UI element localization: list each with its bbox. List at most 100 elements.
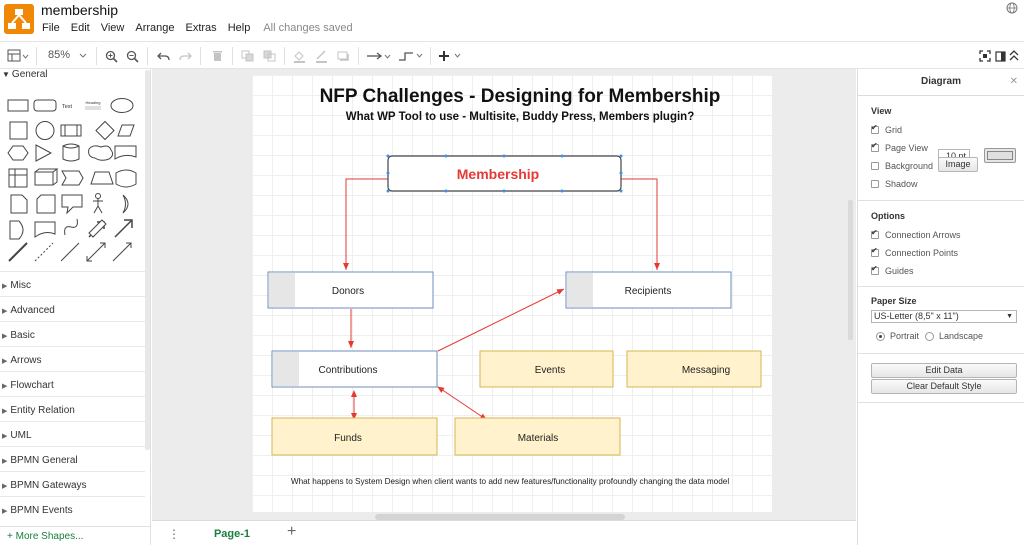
checkbox-checked-icon[interactable] — [871, 246, 879, 257]
waypoints-icon[interactable] — [398, 48, 424, 64]
zoom-in-icon[interactable] — [104, 48, 118, 64]
paper-size-select[interactable]: US-Letter (8,5" x 11")▼ — [871, 310, 1017, 323]
fullscreen-icon[interactable] — [978, 48, 992, 64]
node-messaging[interactable]: Messaging — [626, 350, 762, 388]
guides-checkbox[interactable]: Guides — [871, 264, 914, 276]
checkbox-unchecked-icon[interactable] — [871, 162, 879, 170]
more-shapes-button[interactable]: + More Shapes... — [0, 526, 150, 545]
category-label: UML — [10, 430, 32, 441]
tab-page-1[interactable]: Page-1 — [182, 521, 282, 545]
diagram-title[interactable]: NFP Challenges - Designing for Membershi… — [320, 86, 721, 107]
sidebar-category-basic[interactable]: ▶Basic — [0, 321, 145, 346]
language-globe-icon[interactable] — [1006, 2, 1018, 14]
sidebar-category-uml[interactable]: ▶UML — [0, 421, 145, 446]
sidebar-category-entity-relation[interactable]: ▶Entity Relation — [0, 396, 145, 421]
node-contributions-label: Contributions — [319, 365, 378, 376]
edge-contributions-materials[interactable] — [437, 386, 488, 421]
node-membership-label: Membership — [457, 166, 539, 182]
menu-extras[interactable]: Extras — [185, 22, 217, 34]
landscape-radio[interactable]: Landscape — [925, 331, 983, 341]
sidebar-category-bpmn-general[interactable]: ▶BPMN General — [0, 446, 145, 471]
redo-icon[interactable] — [178, 48, 192, 64]
menu-arrange[interactable]: Arrange — [135, 22, 175, 34]
diagram-canvas[interactable]: NFP Challenges - Designing for Membershi… — [152, 69, 856, 520]
fill-color-icon[interactable] — [292, 48, 306, 64]
portrait-radio[interactable]: Portrait — [876, 331, 919, 341]
format-panel-toggle-icon[interactable] — [6, 48, 30, 64]
checkbox-checked-icon[interactable] — [871, 228, 879, 239]
collapsed-triangle-icon: ▶ — [2, 508, 8, 515]
sidebar-category-arrows[interactable]: ▶Arrows — [0, 346, 145, 371]
edge-contributions-recipients[interactable] — [437, 288, 565, 352]
clear-default-style-button[interactable]: Clear Default Style — [871, 379, 1017, 394]
node-donors[interactable]: Donors — [267, 271, 434, 309]
add-page-icon[interactable]: + — [287, 523, 297, 540]
zoom-dropdown-icon[interactable] — [78, 48, 88, 64]
delete-icon[interactable] — [210, 48, 224, 64]
diagram-subtitle[interactable]: What WP Tool to use - Multisite, Buddy P… — [346, 111, 694, 123]
node-funds[interactable]: Funds — [271, 417, 438, 456]
collapsed-triangle-icon: ▶ — [2, 383, 8, 390]
edit-data-button[interactable]: Edit Data — [871, 363, 1017, 378]
node-recipients[interactable]: Recipients — [565, 271, 732, 309]
checkbox-checked-icon[interactable] — [871, 123, 879, 134]
pages-menu-icon[interactable]: ⋮ — [168, 527, 180, 541]
sidebar-category-bpmn-gateways[interactable]: ▶BPMN Gateways — [0, 471, 145, 496]
menu-file[interactable]: File — [42, 22, 60, 34]
edge-membership-donors[interactable] — [343, 178, 388, 270]
grid-checkbox[interactable]: Grid — [871, 123, 902, 135]
node-events[interactable]: Events — [479, 350, 614, 388]
zoom-out-icon[interactable] — [125, 48, 139, 64]
node-messaging-label: Messaging — [682, 365, 730, 376]
shadow-checkbox[interactable]: Shadow — [871, 179, 918, 189]
canvas-horizontal-scrollbar[interactable] — [375, 514, 625, 520]
general-shapes-icons[interactable]: Text Heading — [5, 95, 140, 263]
shadow-icon[interactable] — [336, 48, 350, 64]
to-back-icon[interactable] — [262, 48, 276, 64]
node-materials[interactable]: Materials — [454, 417, 621, 456]
radio-unselected-icon[interactable] — [925, 331, 934, 341]
save-status: All changes saved — [263, 22, 353, 34]
grid-color-button[interactable] — [984, 148, 1016, 163]
connection-arrows-checkbox[interactable]: Connection Arrows — [871, 228, 961, 240]
insert-plus-icon[interactable] — [438, 48, 464, 64]
menu-edit[interactable]: Edit — [70, 22, 90, 34]
diagram-footer-text[interactable]: What happens to System Design when clien… — [291, 477, 729, 486]
sidebar-scrollbar[interactable] — [145, 70, 150, 450]
page-view-checkbox[interactable]: Page View — [871, 141, 928, 153]
menu-view[interactable]: View — [100, 22, 125, 34]
collapse-icon[interactable] — [1008, 48, 1020, 64]
zoom-level[interactable]: 85% — [48, 49, 71, 61]
format-panel: Diagram ✕ View Grid 10 pt Page View Back… — [857, 69, 1024, 545]
sidebar-category-misc[interactable]: ▶Misc — [0, 271, 145, 296]
checkbox-checked-icon[interactable] — [871, 264, 879, 275]
to-front-icon[interactable] — [240, 48, 254, 64]
portrait-label: Portrait — [890, 331, 920, 341]
sidebar-category-flowchart[interactable]: ▶Flowchart — [0, 371, 145, 396]
node-materials-label: Materials — [518, 433, 559, 444]
menu-help[interactable]: Help — [227, 22, 251, 34]
connection-arrows-label: Connection Arrows — [885, 230, 961, 240]
close-icon[interactable]: ✕ — [1009, 76, 1018, 87]
node-contributions[interactable]: Contributions — [271, 350, 438, 388]
connection-points-checkbox[interactable]: Connection Points — [871, 246, 958, 258]
node-membership[interactable]: Membership — [386, 154, 623, 193]
document-title[interactable]: membership — [41, 2, 119, 18]
shape-heading-label: Heading — [86, 100, 101, 105]
format-panel-icon[interactable] — [994, 48, 1006, 64]
sidebar-category-bpmn-events[interactable]: ▶BPMN Events — [0, 496, 145, 521]
checkbox-checked-icon[interactable] — [871, 141, 879, 152]
shape-text-label: Text — [62, 104, 73, 110]
connection-style-icon[interactable] — [366, 48, 392, 64]
sidebar-category-general[interactable]: ▼General — [0, 69, 145, 83]
background-checkbox[interactable]: Background — [871, 161, 933, 171]
image-button[interactable]: Image — [938, 157, 978, 172]
radio-selected-icon[interactable] — [876, 331, 885, 341]
panel-scrollbar[interactable] — [848, 200, 853, 340]
edge-membership-recipients[interactable] — [621, 178, 660, 270]
line-color-icon[interactable] — [314, 48, 328, 64]
sidebar-category-advanced[interactable]: ▶Advanced — [0, 296, 145, 321]
checkbox-unchecked-icon[interactable] — [871, 180, 879, 188]
node-donors-label: Donors — [332, 286, 364, 297]
undo-icon[interactable] — [156, 48, 170, 64]
